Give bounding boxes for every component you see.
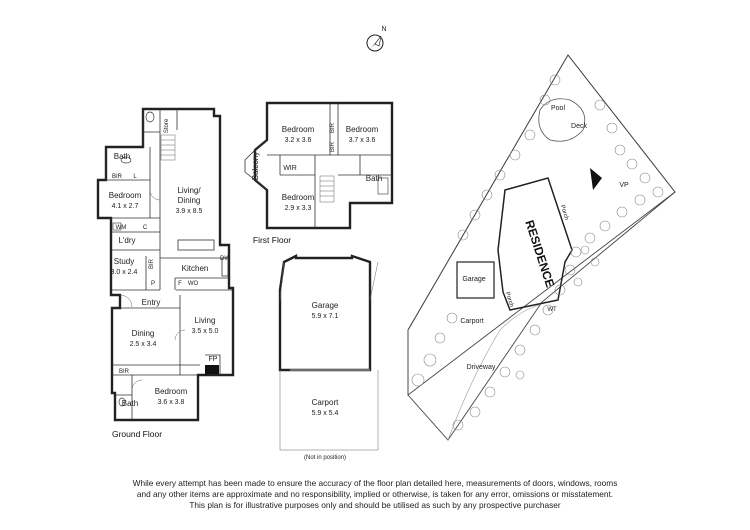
ground-floor-plan bbox=[96, 107, 235, 422]
site-porch-top-label: Porch bbox=[559, 204, 570, 221]
ground-entry-label: Entry bbox=[142, 298, 161, 307]
site-wt-label: WT bbox=[547, 307, 557, 313]
ground-bir-bottom-label: BIR bbox=[119, 369, 130, 375]
first-bedroom1-dim: 3.2 x 3.6 bbox=[285, 137, 312, 144]
first-bir-a-label: BIR bbox=[330, 122, 336, 133]
garage-note: (Not in position) bbox=[304, 455, 346, 461]
ground-living-dining-name-2: Dining bbox=[178, 196, 201, 205]
site-vp-label: VP bbox=[619, 182, 629, 189]
ground-p-label: P bbox=[151, 281, 155, 287]
ground-wm-label: WM bbox=[116, 225, 127, 231]
site-deck-label: Deck bbox=[571, 123, 587, 130]
carport-name: Carport bbox=[312, 398, 339, 407]
ground-living-dining-name-1: Living/ bbox=[177, 186, 201, 195]
ground-floor-title: Ground Floor bbox=[112, 429, 162, 439]
north-label: N bbox=[381, 26, 386, 33]
first-bedroom3-dim: 2.9 x 3.3 bbox=[285, 205, 312, 212]
disclaimer: While every attempt has been made to ens… bbox=[40, 478, 710, 511]
garage-dim: 5.9 x 7.1 bbox=[312, 313, 339, 320]
ground-dining-name: Dining bbox=[132, 329, 155, 338]
garage-carport-plan bbox=[278, 254, 379, 451]
ground-l-label: L bbox=[133, 174, 137, 180]
ground-laundry-label: L'dry bbox=[118, 236, 135, 245]
first-bath-label: Bath bbox=[366, 174, 382, 183]
first-bedroom2-name: Bedroom bbox=[346, 125, 379, 134]
site-plan bbox=[407, 54, 676, 441]
first-bedroom1-name: Bedroom bbox=[282, 125, 315, 134]
ground-bath-bottom-label: Bath bbox=[122, 399, 138, 408]
ground-dw-label: DW bbox=[220, 256, 230, 262]
ground-wo-label: WO bbox=[188, 281, 199, 287]
disclaimer-line-2: and any other items are approximate and … bbox=[136, 489, 614, 499]
ground-bath-top-label: Bath bbox=[114, 152, 130, 161]
first-balcony-label: Balcony bbox=[251, 152, 260, 180]
first-bedroom2-dim: 3.7 x 3.6 bbox=[349, 137, 376, 144]
first-bedroom3-name: Bedroom bbox=[282, 193, 315, 202]
ground-living-name: Living bbox=[195, 316, 216, 325]
ground-bir-top-label: BIR bbox=[112, 174, 123, 180]
site-carport-label: Carport bbox=[460, 318, 483, 325]
site-pool-label: Pool bbox=[551, 105, 565, 112]
site-garage-label: Garage bbox=[462, 276, 485, 283]
ground-bedroom-bottom-dim: 3.6 x 3.8 bbox=[158, 399, 185, 406]
disclaimer-line-3: This plan is for illustrative purposes o… bbox=[189, 500, 561, 510]
site-driveway-label: Driveway bbox=[467, 364, 496, 371]
ground-living-dim: 3.5 x 5.0 bbox=[192, 328, 219, 335]
ground-f-label: F bbox=[178, 281, 182, 287]
ground-dining-dim: 2.5 x 3.4 bbox=[130, 341, 157, 348]
first-bir-b-label: BIR bbox=[330, 141, 336, 152]
site-porch-side-label: Porch bbox=[504, 291, 515, 308]
first-floor-title: First Floor bbox=[253, 235, 291, 245]
carport-dim: 5.9 x 5.4 bbox=[312, 410, 339, 417]
ground-bedroom-left-name: Bedroom bbox=[109, 191, 142, 200]
ground-living-dining-dim: 3.9 x 8.5 bbox=[176, 208, 203, 215]
ground-bir-study-label: BIR bbox=[149, 258, 155, 269]
ground-study-dim: 3.0 x 2.4 bbox=[111, 269, 138, 276]
first-floor-plan bbox=[244, 101, 394, 230]
ground-bedroom-bottom-name: Bedroom bbox=[155, 387, 188, 396]
ground-bedroom-left-dim: 4.1 x 2.7 bbox=[112, 203, 139, 210]
north-arrow-icon bbox=[366, 34, 384, 52]
garage-name: Garage bbox=[312, 301, 339, 310]
first-wir-label: WIR bbox=[283, 165, 297, 172]
site-residence-label: RESIDENCE bbox=[522, 218, 557, 289]
ground-store-label: Store bbox=[164, 118, 170, 133]
disclaimer-line-1: While every attempt has been made to ens… bbox=[132, 478, 618, 488]
ground-study-name: Study bbox=[114, 257, 134, 266]
ground-kitchen-label: Kitchen bbox=[182, 264, 209, 273]
ground-fp-label: FP bbox=[209, 356, 218, 363]
ground-c-label: C bbox=[143, 225, 148, 231]
